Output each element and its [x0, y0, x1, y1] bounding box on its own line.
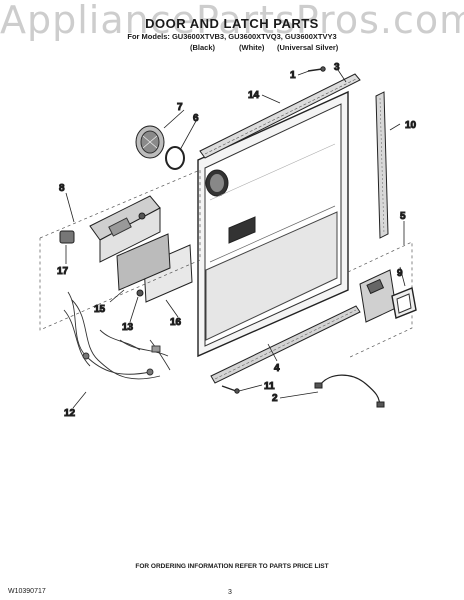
callout-6: 6: [193, 113, 199, 124]
callout-17: 17: [57, 266, 69, 277]
color-black-label: (Black): [190, 43, 216, 52]
callout-3: 3: [334, 62, 340, 73]
callout-12: 12: [64, 408, 76, 419]
wire-harness: [63, 291, 171, 380]
insulation-pad: [143, 244, 193, 303]
model-list: For Models: GU3600XTVB3, GU3600XTVQ3, GU…: [127, 32, 337, 41]
callout-14: 14: [248, 90, 260, 101]
color-white-label: (White): [239, 43, 265, 52]
callout-2: 2: [272, 393, 278, 404]
callout-13: 13: [122, 322, 134, 333]
callout-8: 8: [59, 183, 65, 194]
door-cable: [314, 374, 385, 408]
callout-11: 11: [264, 381, 275, 392]
callout-1: 1: [290, 70, 296, 81]
bottom-door-strip: [210, 305, 361, 384]
leader-lines: [65, 69, 406, 409]
vent-cap: [135, 125, 165, 159]
callout-16: 16: [170, 317, 182, 328]
latch-handle: [59, 230, 75, 244]
callout-9: 9: [397, 268, 403, 279]
screw-top: [307, 66, 326, 72]
callout-5: 5: [400, 211, 406, 222]
page-title: DOOR AND LATCH PARTS: [145, 16, 319, 31]
document-id: W10390717: [8, 588, 46, 595]
bracket-plate: [116, 233, 171, 291]
watermark-text: AppliancePartsPros.com: [0, 0, 464, 42]
side-gasket: [375, 91, 389, 239]
ordering-note: FOR ORDERING INFORMATION REFER TO PARTS …: [135, 563, 329, 570]
top-trim-strip: [199, 73, 361, 159]
latch-cover: [359, 269, 397, 323]
latch-assembly: [89, 195, 161, 263]
assembly-outline-right: [347, 241, 413, 359]
callout-10: 10: [405, 120, 417, 131]
color-silver-label: (Universal Silver): [277, 43, 339, 52]
page-number: 3: [228, 589, 232, 596]
latch-bezel: [391, 287, 417, 319]
assembly-outline-left: [39, 169, 201, 331]
callout-15: 15: [94, 304, 106, 315]
callout-7: 7: [177, 102, 183, 113]
callout-4: 4: [274, 363, 280, 374]
screw-bottom: [221, 385, 240, 394]
door-panel: [197, 90, 349, 358]
screw-bracket: [136, 289, 144, 297]
vent-gasket-ring: [165, 146, 185, 170]
